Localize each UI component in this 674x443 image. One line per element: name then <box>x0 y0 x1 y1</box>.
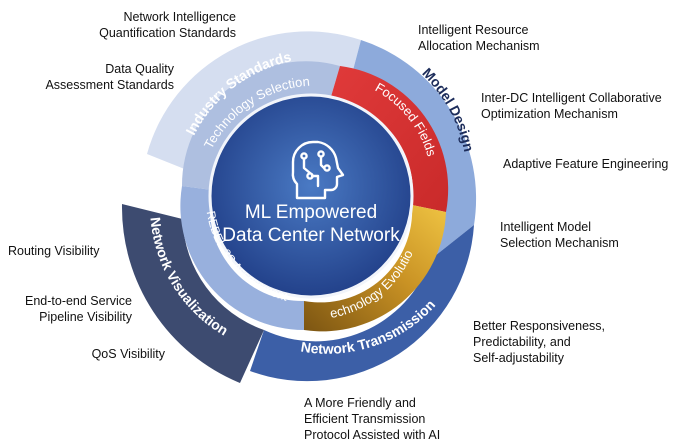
center-title-line1: ML Empowered <box>245 202 377 223</box>
segment-network-visualization <box>121 204 264 383</box>
segment-technology-evolution <box>304 205 446 332</box>
segment-technology-selection <box>181 61 340 190</box>
ai-head-circuit-icon <box>291 140 345 200</box>
label-routing-visibility: Routing Visibility <box>8 244 100 258</box>
center-hub <box>208 93 414 299</box>
label-better-responsiveness: Better Responsiveness,Predictability, an… <box>473 319 606 365</box>
center-title-line2: Data Center Network <box>222 225 400 246</box>
segment-network-transmission <box>250 225 474 382</box>
segment-focused-fields <box>330 66 449 212</box>
label-qos-visibility: QoS Visibility <box>91 347 165 361</box>
segment-rebel-assessment <box>180 186 304 330</box>
label-adaptive-feature-engineering: Adaptive Feature Engineering <box>503 157 669 171</box>
